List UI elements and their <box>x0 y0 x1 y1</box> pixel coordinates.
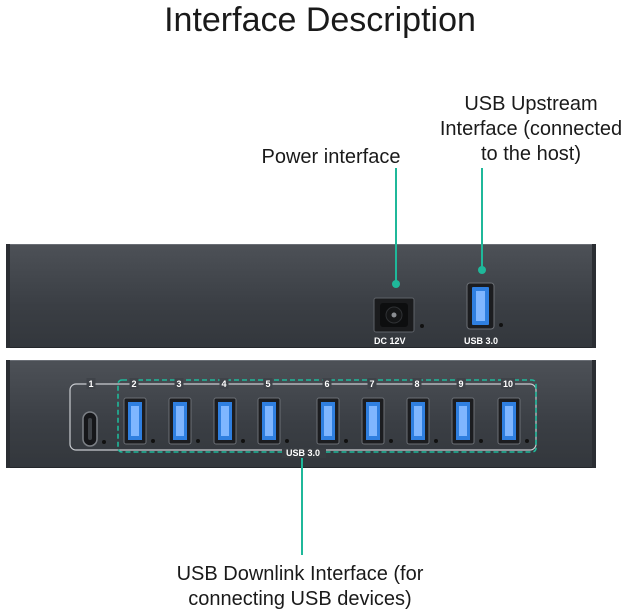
port-1-led <box>102 440 106 444</box>
upstream-leader-dot <box>478 266 486 274</box>
page-title: Interface Description <box>164 1 476 39</box>
port-number-9: 9 <box>458 379 463 389</box>
usb30-upstream-label: USB 3.0 <box>464 336 498 346</box>
hub-rear-panel <box>6 244 596 348</box>
downlink-label-line2: connecting USB devices) <box>188 588 412 610</box>
usb-a-port-5 <box>257 397 281 445</box>
usb-downlink-label: USB Downlink Interface (for connecting U… <box>130 562 470 612</box>
port-number-10: 10 <box>503 379 513 389</box>
usb30-downlink-label: USB 3.0 <box>286 448 320 458</box>
dc-12v-label: DC 12V <box>374 336 406 346</box>
port-6-led <box>344 439 348 443</box>
usb-a-port-3 <box>168 397 192 445</box>
port-number-7: 7 <box>369 379 374 389</box>
port-number-bg-9 <box>456 378 466 389</box>
port-10-led <box>525 439 529 443</box>
port-number-4: 4 <box>221 379 226 389</box>
port-7-led <box>389 439 393 443</box>
usb-downlink-ports <box>123 397 529 445</box>
port-number-bg-2 <box>129 378 139 389</box>
port-number-bg-3 <box>174 378 184 389</box>
port-number-bg-6 <box>322 378 332 389</box>
port-number-bg-7 <box>367 378 377 389</box>
dc-power-jack <box>373 297 415 333</box>
port-number-3: 3 <box>176 379 181 389</box>
port-5-led <box>285 439 289 443</box>
port-8-led <box>434 439 438 443</box>
usb-a-port-4 <box>213 397 237 445</box>
usb-upstream-port <box>466 282 495 330</box>
rear-left-rail <box>6 244 10 348</box>
port-3-led <box>196 439 200 443</box>
front-right-rail <box>592 360 596 468</box>
upstream-label-line2: Interface (connected <box>439 118 623 140</box>
port-number-bg-10 <box>501 378 515 389</box>
power-interface-label: Power interface <box>236 145 426 170</box>
group-label-bg <box>282 448 326 458</box>
power-label-text: Power interface <box>261 146 401 168</box>
usb-a-port-6 <box>316 397 340 445</box>
port-number-bg-1 <box>86 378 96 389</box>
port-number-6: 6 <box>324 379 329 389</box>
port-number-8: 8 <box>414 379 419 389</box>
port-9-led <box>479 439 483 443</box>
front-left-rail <box>6 360 10 468</box>
usb-a-port-8 <box>406 397 430 445</box>
usb-c-port-1 <box>82 411 98 447</box>
upstream-status-led <box>499 323 503 327</box>
usb-a-port-2 <box>123 397 147 445</box>
upstream-label-line3: to the host) <box>480 143 582 165</box>
dc-status-led <box>420 324 424 328</box>
port-number-bg-4 <box>219 378 229 389</box>
usb-a-port-10 <box>497 397 521 445</box>
rear-right-rail <box>592 244 596 348</box>
port-number-bg-5 <box>263 378 273 389</box>
usb-a-port-9 <box>451 397 475 445</box>
port-number-bg-8 <box>412 378 422 389</box>
upstream-label-line1: USB Upstream <box>464 93 598 115</box>
port-2-led <box>151 439 155 443</box>
port-number-group: 1 2 3 4 5 6 7 8 9 10 <box>86 378 515 389</box>
power-leader-dot <box>392 280 400 288</box>
usb-upstream-label: USB Upstream Interface (connected to the… <box>422 92 640 167</box>
downlink-label-line1: USB Downlink Interface (for <box>176 563 424 585</box>
port-4-led <box>241 439 245 443</box>
usb-a-port-7 <box>361 397 385 445</box>
port-number-5: 5 <box>265 379 270 389</box>
port-number-1: 1 <box>88 379 93 389</box>
port-number-2: 2 <box>131 379 136 389</box>
